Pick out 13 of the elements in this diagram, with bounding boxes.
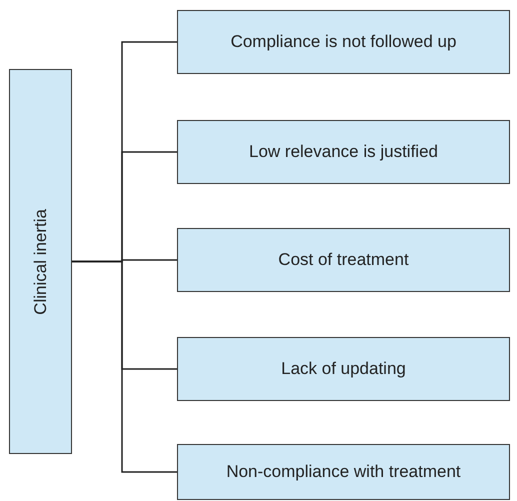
box-label: Non-compliance with treatment [225,461,462,484]
cause-box [177,337,510,401]
box-label: Compliance is not followed up [230,31,458,54]
cause-box [177,10,510,74]
box-label: Cost of treatment [277,249,410,272]
box-label: Low relevance is justified [248,141,439,164]
cause-box [177,120,510,184]
box-label: Lack of updating [280,358,407,380]
box-label: Clinical inertia [30,208,51,314]
cause-box [177,444,510,500]
cause-box [177,228,510,292]
connector-line [72,260,177,473]
topic-box [9,69,72,454]
